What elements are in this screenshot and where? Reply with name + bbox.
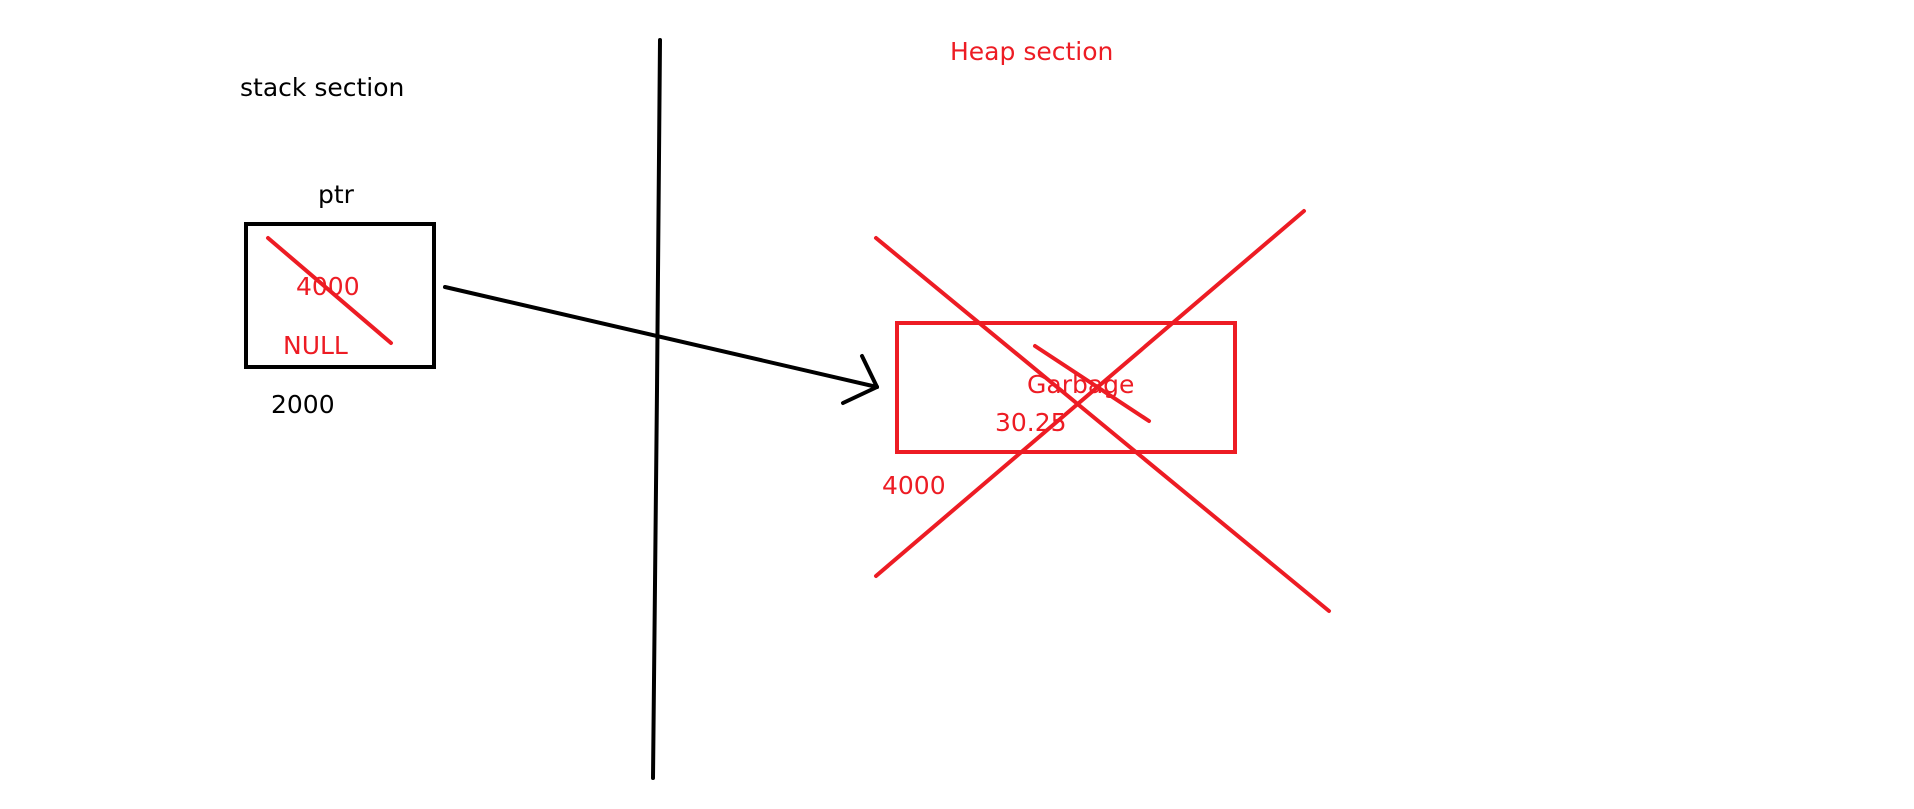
heap-value-strike — [1033, 344, 1151, 423]
stack-section-title: stack section — [240, 73, 404, 102]
heap-address: 4000 — [882, 471, 946, 500]
ptr-new-value: NULL — [283, 331, 348, 360]
heap-cross-stroke-2 — [874, 209, 1306, 578]
section-divider — [651, 38, 662, 780]
ptr-variable-label: ptr — [318, 180, 355, 209]
pointer-arrowhead — [841, 354, 879, 405]
ptr-value-strike — [266, 236, 393, 345]
pointer-arrow-line — [443, 285, 879, 389]
ptr-address: 2000 — [271, 390, 335, 419]
ptr-box — [244, 222, 436, 369]
heap-section-title: Heap section — [950, 37, 1113, 66]
heap-cross-stroke-1 — [874, 236, 1331, 613]
heap-box — [895, 321, 1237, 454]
